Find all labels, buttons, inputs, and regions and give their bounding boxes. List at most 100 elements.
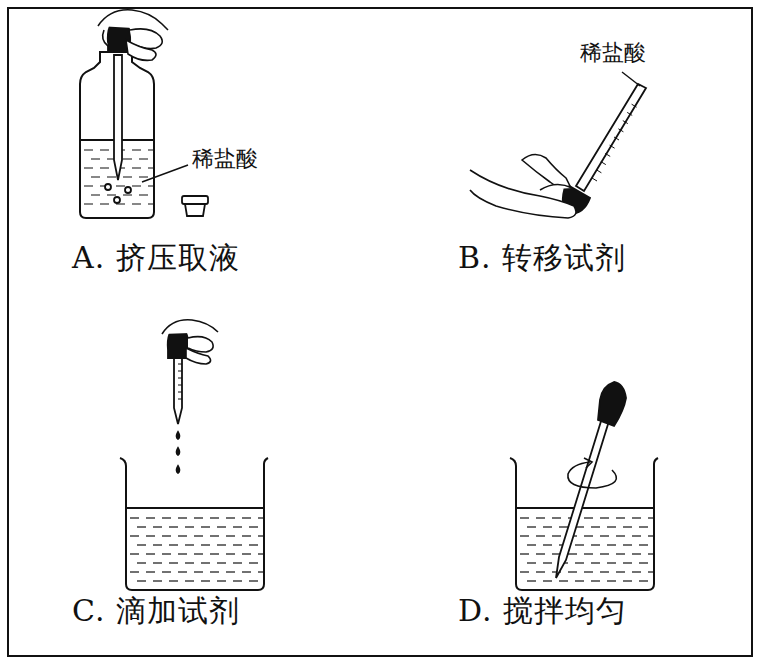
panel-caption: D. 搅拌均匀 <box>458 593 627 629</box>
liquid-hatch <box>84 167 93 168</box>
liquid-hatch <box>201 580 210 581</box>
liquid-hatch <box>520 571 529 572</box>
liquid-hatch <box>242 517 251 518</box>
liquid-hatch <box>543 544 552 545</box>
liquid-hatch <box>543 526 552 527</box>
liquid-hatch <box>185 544 194 545</box>
liquid-hatch <box>258 553 264 554</box>
liquid-hatch <box>520 553 529 554</box>
liquid-hatch <box>148 149 157 150</box>
liquid-hatch <box>648 517 654 518</box>
liquid-hatch <box>132 185 141 186</box>
liquid-hatch <box>210 553 219 554</box>
scale-tick <box>601 162 606 165</box>
beaker-c <box>120 458 268 590</box>
scale-tick <box>178 364 182 365</box>
liquid-hatch <box>233 580 242 581</box>
liquid-hatch <box>146 535 155 536</box>
leader-line <box>622 72 640 86</box>
liquid-hatch <box>575 580 584 581</box>
liquid-hatch <box>584 535 593 536</box>
liquid-hatch <box>616 535 625 536</box>
liquid-hatch <box>162 535 171 536</box>
liquid-hatch <box>153 580 162 581</box>
liquid-hatch <box>233 544 242 545</box>
liquid-hatch <box>623 580 632 581</box>
liquid-hatch <box>258 517 264 518</box>
liquid-hatch <box>616 517 625 518</box>
liquid-hatch <box>153 526 162 527</box>
liquid-hatch <box>527 580 536 581</box>
liquid-hatch <box>139 194 148 195</box>
liquid-hatch <box>536 571 545 572</box>
liquid-hatch <box>153 544 162 545</box>
liquid-hatch <box>148 167 157 168</box>
liquid-hatch <box>607 544 616 545</box>
liquid-hatch <box>107 194 116 195</box>
liquid-hatch <box>616 553 625 554</box>
liquid-hatch <box>84 149 93 150</box>
liquid-hatch <box>91 176 100 177</box>
liquid-hatch <box>178 571 187 572</box>
liquid-hatch <box>185 580 194 581</box>
liquid-hatch <box>249 562 258 563</box>
scale-tick <box>596 170 601 173</box>
liquid-hatch <box>123 176 132 177</box>
scale-tick <box>178 385 182 386</box>
liquid-hatch <box>148 185 157 186</box>
liquid-hatch <box>162 553 171 554</box>
liquid-hatch <box>178 517 187 518</box>
liquid-hatch <box>210 517 219 518</box>
liquid-hatch <box>226 517 235 518</box>
panel-caption: B. 转移试剂 <box>458 240 626 276</box>
hand-a <box>98 10 168 61</box>
liquid-hatch <box>162 517 171 518</box>
liquid-hatch <box>607 562 616 563</box>
liquid-hatch <box>100 203 109 204</box>
liquid-hatch <box>217 580 226 581</box>
liquid-hatch <box>217 544 226 545</box>
panel-caption: A. 挤压取液 <box>72 240 240 276</box>
liquid-hatch <box>194 553 203 554</box>
liquid-hatch <box>139 158 148 159</box>
liquid-hatch <box>575 562 584 563</box>
liquid-hatch <box>536 517 545 518</box>
liquid-hatch <box>527 526 536 527</box>
liquid-hatch <box>178 535 187 536</box>
scale-tick <box>178 392 182 393</box>
liquid-hatch <box>116 185 125 186</box>
dropper-b <box>563 84 646 214</box>
liquid-hatch <box>242 535 251 536</box>
liquid-hatch <box>249 544 258 545</box>
liquid-hatch <box>148 203 157 204</box>
liquid-hatch <box>123 194 132 195</box>
liquid-hatch <box>226 535 235 536</box>
liquid-hatch <box>623 562 632 563</box>
liquid-hatch <box>632 571 641 572</box>
liquid-hatch <box>552 517 561 518</box>
scale-tick <box>614 137 619 140</box>
liquid-hatch <box>607 526 616 527</box>
liquid-hatch <box>146 517 155 518</box>
liquid-hatch <box>233 562 242 563</box>
liquid-hatch <box>217 562 226 563</box>
liquid-hatch <box>194 517 203 518</box>
liquid-hatch <box>632 517 641 518</box>
liquid-hatch <box>146 571 155 572</box>
liquid-hatch <box>639 526 648 527</box>
liquid-hatch <box>210 571 219 572</box>
hand-c <box>162 320 218 364</box>
liquid-hatch <box>132 167 141 168</box>
liquid-hatch <box>169 580 178 581</box>
liquid-hatch <box>130 535 139 536</box>
liquid-hatch <box>194 535 203 536</box>
liquid-hatch <box>600 517 609 518</box>
liquid-hatch <box>139 176 148 177</box>
liquid-hatch <box>543 580 552 581</box>
liquid-hatch <box>100 149 109 150</box>
liquid-hatch <box>84 185 93 186</box>
liquid-hatch <box>132 149 141 150</box>
liquid-hatch <box>648 535 654 536</box>
scale-tick <box>610 145 615 148</box>
liquid-hatch <box>146 553 155 554</box>
